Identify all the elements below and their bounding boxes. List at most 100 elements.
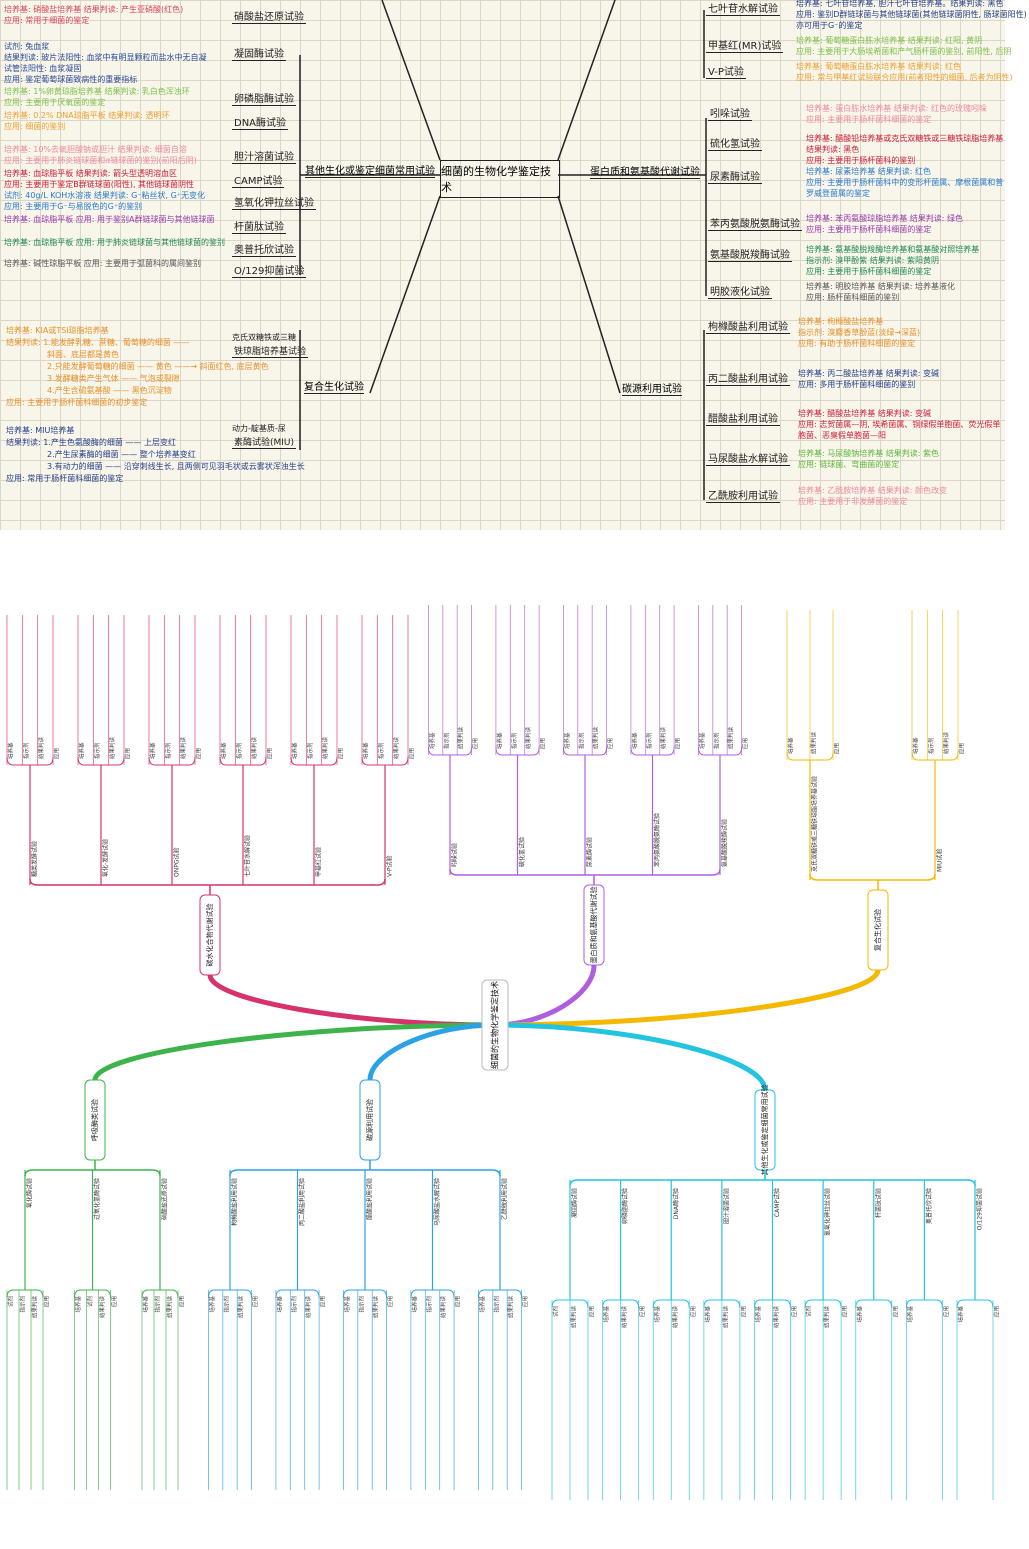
test-note: 应用: 主要用于肺炎链球菌和α链球菌的鉴别(前阳后阴) xyxy=(4,156,197,165)
test-note: 应用: 主要用于肠杆菌科细菌的鉴定 xyxy=(806,267,932,276)
leaves-bracket xyxy=(911,751,959,761)
test-label: 马尿酸盐水解试验 xyxy=(706,450,790,466)
leaf-label: 应用 xyxy=(124,748,132,759)
leaf-label: 指示剂 xyxy=(93,742,101,759)
test-note: 培养基: 0.2% DNA琼脂平板 结果判读: 透明环 xyxy=(4,111,170,120)
leaf-label: 结果判读 xyxy=(524,726,532,749)
leaf-label: 结果判读 xyxy=(179,736,187,759)
test-note: 培养基: MIU培养基 xyxy=(6,426,75,435)
leaf-label: 试剂 xyxy=(805,1306,813,1318)
center-topic: 细菌的生物化学鉴定技术 xyxy=(440,160,560,198)
test-note: 结果判读: 1.能发酵乳糖、蔗糖、葡萄糖的细菌 —— xyxy=(6,338,190,347)
leaf-label: 指示剂 xyxy=(510,732,518,749)
leaf-label: 培养基 xyxy=(220,742,228,759)
leaves-bracket xyxy=(219,756,267,766)
test-label: 乙酰胺利用试验 xyxy=(706,487,780,503)
leaf-label: 结果判读 xyxy=(237,1296,245,1319)
leaves-bracket xyxy=(148,756,196,766)
leaf-label: 应用 xyxy=(891,1306,899,1317)
leaf-label: 指示剂 xyxy=(425,1296,433,1313)
leaf-label: 培养基 xyxy=(149,742,157,759)
child-label: 七叶苷水解试验 xyxy=(244,835,252,877)
test-note: 应用: 细菌的鉴别 xyxy=(4,122,66,131)
test-note: 培养基: 尿素培养基 结果判读: 红色 xyxy=(806,167,932,176)
test-note: 应用: 主要用于肠杆菌科细菌的初步鉴定 xyxy=(6,398,148,407)
leaf-label: 应用 xyxy=(741,738,749,749)
child-label: 糖类发酵试验 xyxy=(31,841,39,877)
test-label: 卵磷脂酶试验 xyxy=(232,90,296,106)
leaf-label: 指示剂 xyxy=(290,1296,298,1313)
branch-compound-tests: 复合生化试验 xyxy=(304,378,364,394)
leaf-label: 结果判读 xyxy=(108,736,116,759)
test-note: 应用: 常用于细菌的鉴定 xyxy=(4,16,90,25)
child-label: 氧化酶试验 xyxy=(26,1178,34,1208)
leaves-bracket xyxy=(956,1299,994,1309)
test-note: 指示剂: 溴麝香草酚蓝(淡绿→深蓝) xyxy=(798,328,921,337)
leaf-label: 结果判读 xyxy=(721,1306,729,1329)
leaf-label: 结果判读 xyxy=(620,1306,628,1329)
branch-carbon-tests: 碳源利用试验 xyxy=(622,380,682,396)
leaves-bracket xyxy=(342,1289,388,1299)
leaf-label: 应用 xyxy=(539,738,547,749)
child-label: 胆汁溶菌试验 xyxy=(722,1188,730,1224)
leaf-label: 应用 xyxy=(408,748,416,759)
leaf-label: 培养基 xyxy=(410,1296,418,1313)
test-note: 应用: 主要用于厌氧菌的鉴定 xyxy=(4,98,106,107)
leaves-bracket xyxy=(855,1299,893,1309)
test-label: 明胶液化试验 xyxy=(708,283,772,299)
leaf-label: 应用 xyxy=(110,1296,118,1307)
branch-protein-tests: 蛋白质和氨基酸代谢试验 xyxy=(590,163,700,179)
leaf-label: 培养基 xyxy=(703,1306,711,1323)
test-note: 培养基: 明胶培养基 结果判读: 培养基液化 xyxy=(806,282,956,291)
leaf-label: 结果判读 xyxy=(671,1306,679,1329)
test-label: 氢氧化钾拉丝试验 xyxy=(232,194,316,210)
test-label: 奥普托欣试验 xyxy=(232,241,296,257)
leaf-label: 应用 xyxy=(471,738,479,749)
test-note: 应用: 主要用于肠杆菌科细菌的鉴定 xyxy=(806,225,932,234)
test-note: 结果判读: 1.产生色氨酸酶的细菌 —— 上层变红 xyxy=(6,438,176,447)
leaf-label: 指示剂 xyxy=(235,742,243,759)
leaves-bracket xyxy=(6,1289,44,1299)
leaf-label: 培养基 xyxy=(602,1306,610,1323)
child-label: 尿素酶试验 xyxy=(586,837,594,867)
test-label: 杆菌肽试验 xyxy=(232,218,286,234)
test-note: 培养基: 丙二酸盐培养基 结果判读: 变碱 xyxy=(798,369,940,378)
leaf-label: 应用 xyxy=(606,738,614,749)
leaves-bracket xyxy=(427,746,473,756)
leaf-label: 培养基 xyxy=(912,737,920,754)
test-note: 培养基: 七叶苷培养基, 胆汁七叶苷培养基。结果判读: 黑色 xyxy=(796,0,1004,8)
child-label: 醋酸盐利用试验 xyxy=(366,1178,374,1220)
leaf-label: 指示剂 xyxy=(357,1296,365,1313)
test-label: 胆汁溶菌试验 xyxy=(232,148,296,164)
child-label: 苯丙氨酸脱氨酶试验 xyxy=(653,813,661,867)
test-label: 克氏双糖铁或三糖 xyxy=(232,333,296,342)
leaf-label: 应用 xyxy=(43,1296,51,1307)
child-label: 氧化-发酵试验 xyxy=(102,839,110,877)
branch-connector xyxy=(207,974,496,1028)
child-label: CAMP试验 xyxy=(773,1188,781,1217)
leaves-bracket xyxy=(74,1289,111,1299)
leaf-label: 指示剂 xyxy=(645,732,653,749)
child-label: 凝固酶试验 xyxy=(571,1188,579,1218)
leaf-label: 指示剂 xyxy=(442,732,450,749)
leaf-label: 培养基 xyxy=(630,732,638,749)
test-note: 培养基: 葡萄糖蛋白胨水培养基 结果判读: 红阳, 黄阴 xyxy=(796,36,983,45)
test-label: 甲基红(MR)试验 xyxy=(706,37,784,53)
leaf-label: 试剂 xyxy=(86,1296,94,1308)
child-label: 克氏双糖铁或三糖铁琼脂培养基试验 xyxy=(811,776,819,872)
branch-connector xyxy=(494,964,597,1028)
leaf-label: 指示剂 xyxy=(222,1296,230,1313)
leaves-bracket xyxy=(361,756,409,766)
leaf-label: 应用 xyxy=(251,1296,259,1307)
leaf-label: 应用 xyxy=(319,1296,327,1307)
leaf-label: 应用 xyxy=(337,748,345,759)
leaf-label: 应用 xyxy=(841,1306,849,1317)
branch-other-tests: 其他生化或鉴定细菌常用试验 xyxy=(305,162,435,178)
child-label: 氨基酸脱羧酶试验 xyxy=(721,819,729,867)
leaf-label: 结果判读 xyxy=(942,731,950,754)
child-label: 吲哚试验 xyxy=(451,843,459,867)
leaf-label: 应用 xyxy=(386,1296,394,1307)
test-note: 试剂: 40g/L KOH水溶液 结果判读: G⁻粘丝状, G⁺无变化 xyxy=(4,191,206,200)
leaf-label: 应用 xyxy=(942,1306,950,1317)
child-label: O/129抑菌试验 xyxy=(976,1188,984,1230)
